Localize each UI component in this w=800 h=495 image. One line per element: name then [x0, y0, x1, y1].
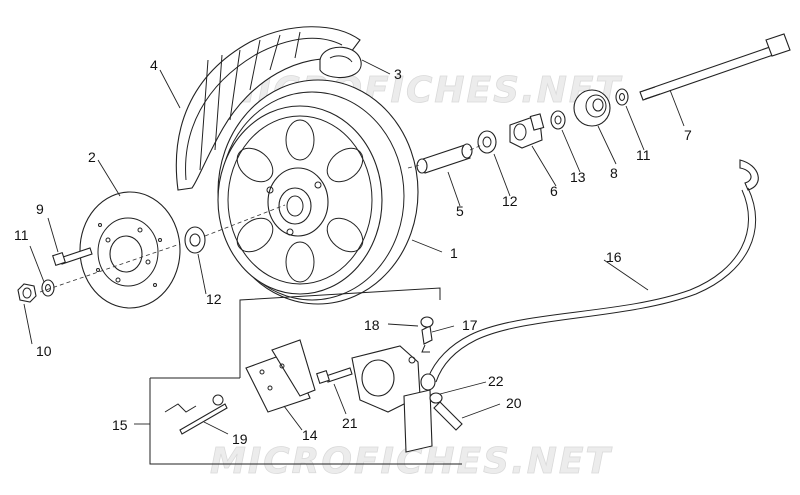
callout-1: 1 — [450, 245, 458, 261]
wheel-assembly — [217, 79, 419, 305]
callout-labels: 1 2 3 4 5 6 7 8 9 10 11 11 12 12 13 14 1… — [14, 57, 692, 447]
banjo-fitting — [420, 373, 463, 431]
spacer-tube — [416, 143, 473, 174]
callout-4: 4 — [150, 57, 158, 73]
callout-8: 8 — [610, 165, 618, 181]
callout-14: 14 — [302, 427, 318, 443]
brake-hose — [427, 159, 759, 383]
axle-nut — [17, 283, 37, 303]
wheel-cover — [573, 89, 611, 127]
callout-12-left: 12 — [206, 291, 222, 307]
callout-11-left: 11 — [14, 227, 29, 243]
callout-18: 18 — [364, 317, 380, 333]
callout-10: 10 — [36, 343, 52, 359]
callout-6: 6 — [550, 183, 558, 199]
brake-caliper — [351, 345, 433, 453]
brake-disc — [79, 191, 181, 309]
washer-11-right — [615, 88, 629, 106]
washer-13 — [550, 110, 566, 130]
bearing-right — [477, 130, 497, 154]
pad-pin-and-spring — [164, 394, 228, 435]
wheel-axle — [639, 33, 791, 101]
disc-bolt — [52, 247, 93, 266]
callout-5: 5 — [456, 203, 464, 219]
brake-pads — [245, 339, 316, 413]
assembly-axis-lines — [39, 144, 483, 293]
callout-9: 9 — [36, 201, 44, 217]
callout-7: 7 — [684, 127, 692, 143]
callout-15: 15 — [112, 417, 128, 433]
bleed-valve — [420, 316, 434, 353]
callout-12-right: 12 — [502, 193, 518, 209]
speedometer-drive — [509, 113, 545, 149]
callout-20: 20 — [506, 395, 522, 411]
callout-17: 17 — [462, 317, 478, 333]
callout-19: 19 — [232, 431, 248, 447]
mudguard — [175, 26, 361, 191]
caliper-bolt — [316, 367, 353, 384]
callout-11-right: 11 — [636, 147, 651, 163]
callout-16: 16 — [606, 249, 622, 265]
bearing-left — [184, 226, 206, 254]
washer-11-left — [41, 279, 55, 297]
leader-lines — [23, 59, 685, 435]
callout-2: 2 — [88, 149, 96, 165]
callout-13: 13 — [570, 169, 586, 185]
callout-3: 3 — [394, 66, 402, 82]
callout-21: 21 — [342, 415, 358, 431]
mudguard-clip — [319, 46, 362, 79]
caliper-group-frame — [149, 287, 462, 465]
callout-22: 22 — [488, 373, 504, 389]
